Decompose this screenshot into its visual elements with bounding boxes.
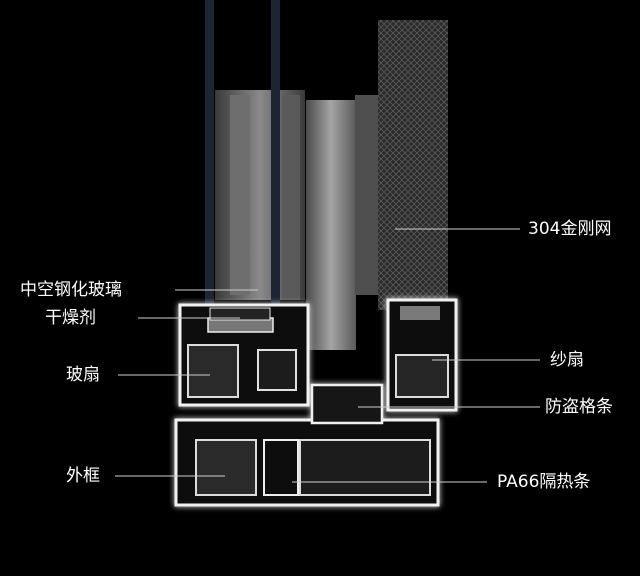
center-tube-perspective xyxy=(306,100,356,350)
glass-pane-inner xyxy=(271,0,280,315)
cross-section xyxy=(174,298,458,507)
outer-frame-section xyxy=(174,418,440,507)
screen-sash-section xyxy=(386,298,458,412)
label-mesh: 304金刚网 xyxy=(528,219,612,239)
anti-theft-bar-section xyxy=(310,383,384,425)
screen-sash-perspective xyxy=(355,95,380,295)
desiccant-strip xyxy=(209,307,271,321)
label-glass-sash: 玻扇 xyxy=(66,365,100,385)
label-hollow-glass: 中空钢化玻璃 xyxy=(20,280,122,300)
glass-pane-outer xyxy=(205,0,214,315)
glass-sash-perspective xyxy=(215,90,305,300)
leader-lines xyxy=(115,228,540,483)
thermal-strip-section xyxy=(263,439,299,496)
label-outer-frame: 外框 xyxy=(66,466,100,486)
label-screen-sash: 纱扇 xyxy=(550,350,584,370)
label-desiccant: 干燥剂 xyxy=(45,308,96,328)
label-thermal-strip: PA66隔热条 xyxy=(497,472,591,492)
mesh-panel xyxy=(378,20,448,310)
glass-sash-section xyxy=(178,303,310,407)
label-anti-theft-bar: 防盗格条 xyxy=(545,397,613,417)
